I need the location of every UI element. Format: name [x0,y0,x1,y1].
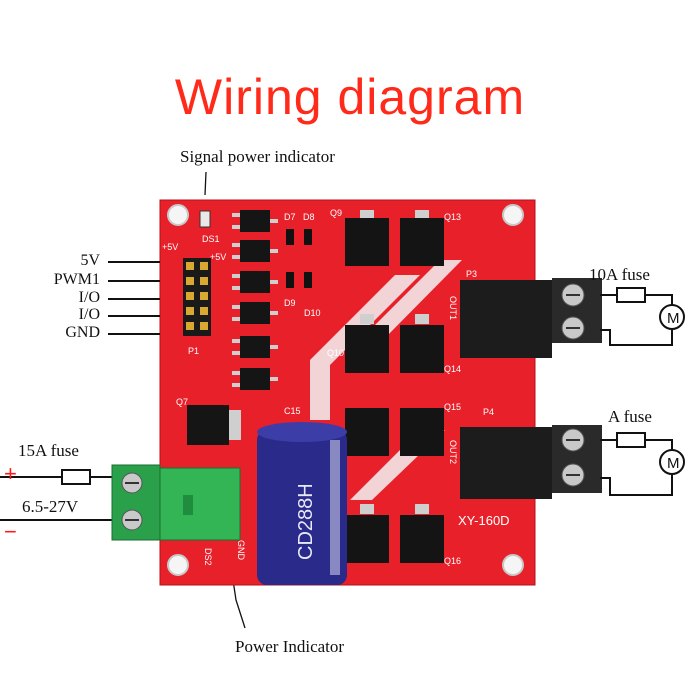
power-indicator-label: Power Indicator [235,637,345,656]
mounting-hole [502,204,524,226]
motor-2-symbol: M [667,455,680,472]
power-terminal-block [111,464,241,541]
silk-p4: P4 [483,407,494,417]
silk-q14: Q14 [444,364,461,374]
copper-trace [355,260,462,345]
silk-q10: Q10 [327,348,344,358]
mosfet-group-upper [345,210,444,373]
mounting-hole [167,554,189,576]
signal-wires [108,261,160,335]
silk-q16: Q16 [444,556,461,566]
silk-plus5v-left: +5V [162,242,178,252]
silk-q15: Q15 [444,402,461,412]
ds1-led [199,210,211,228]
input-voltage-label: 6.5-27V [22,497,79,516]
pin-label-io-1: I/O [78,289,100,306]
pin-label-5v: 5V [80,252,100,269]
silk-p1: P1 [188,346,199,356]
silk-plus5v-right: +5V [210,252,226,262]
plus-sign: + [4,461,17,486]
silk-c15: C15 [284,406,301,416]
board-model: XY-160D [458,513,510,528]
electrolytic-capacitor [257,422,347,585]
mosfet-group-lower [345,408,444,563]
silk-q13: Q13 [444,212,461,222]
motor-1-fuse-label: 10A fuse [589,265,650,284]
silk-q9: Q9 [330,208,342,218]
silk-d7: D7 [284,212,296,222]
diodes [286,229,312,288]
capacitor-label: CD288H [295,483,317,560]
silk-ds1: DS1 [202,234,220,244]
pin-label-pwm1: PWM1 [53,271,100,288]
ic-pins [232,213,278,387]
motor-1-symbol: M [667,310,680,327]
silk-d9: D9 [284,298,296,308]
silk-d8: D8 [303,212,315,222]
motor-1-wiring [600,287,685,346]
q7-regulator [187,405,229,445]
input-fuse-label: 15A fuse [18,441,79,460]
silk-out2: OUT2 [448,440,458,464]
motor-2-fuse-label: A fuse [608,407,652,426]
minus-sign: − [4,519,17,544]
mounting-hole [167,204,189,226]
copper-trace [310,275,420,420]
power-indicator-pointer [232,579,246,629]
pin-label-io-2: I/O [78,306,100,323]
silk-gnd: GND [236,540,246,561]
motor-2-wiring [600,432,685,496]
signal-indicator-label: Signal power indicator [180,147,335,166]
silk-ds2: DS2 [203,548,213,566]
silk-p3: P3 [466,269,477,279]
motor-terminal-2 [460,425,602,499]
silk-out1: OUT1 [448,296,458,320]
signal-indicator-pointer [204,171,207,196]
silk-d10: D10 [304,308,321,318]
driver-ic-column [240,210,270,390]
silk-q7: Q7 [176,397,188,407]
motor-terminal-1 [460,278,602,358]
power-input-wiring [0,469,112,521]
diagram-title: Wiring diagram [174,69,526,125]
pin-header-p1 [183,258,211,336]
mounting-hole [502,554,524,576]
pin-label-gnd: GND [65,324,100,341]
